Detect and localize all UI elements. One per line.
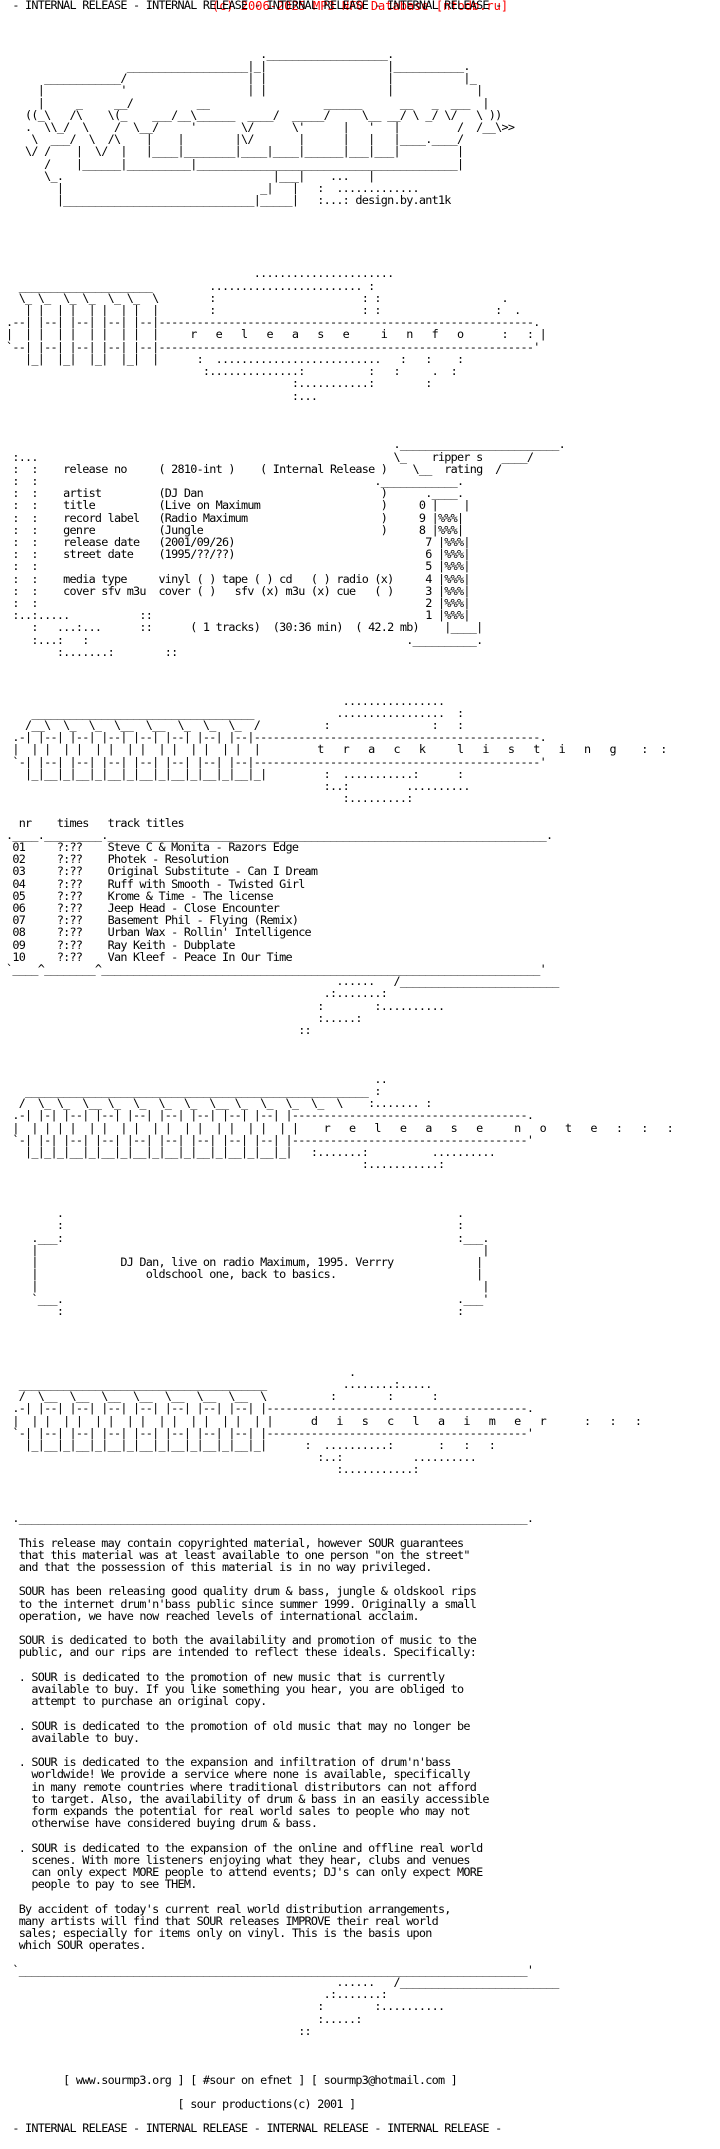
- nfodb-link[interactable]: (c) 2006-2025 MP3 NFO Database [nfodb.ru…: [211, 0, 509, 13]
- copyright-link[interactable]: (c) 2006-2025 MP3 NFO Database [nfodb.ru…: [0, 0, 720, 12]
- nfo-document: - INTERNAL RELEASE - INTERNAL RELEASE - …: [6, 0, 674, 2136]
